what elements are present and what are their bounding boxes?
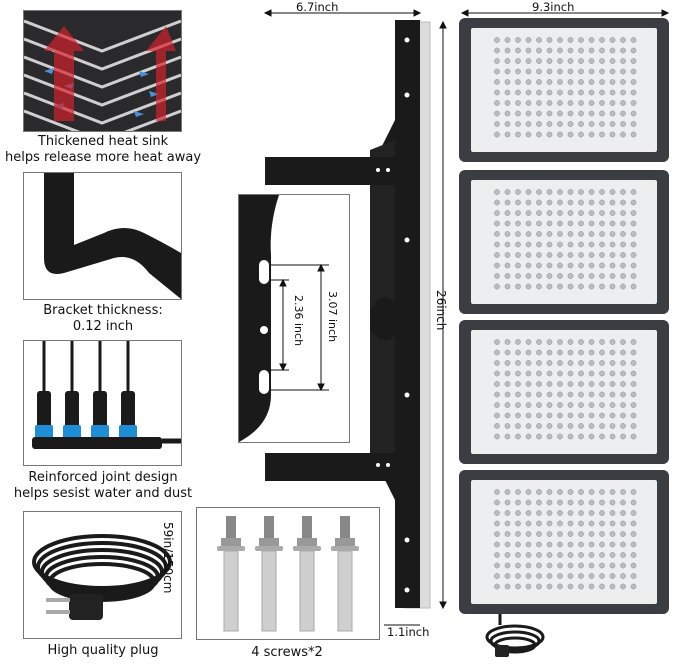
- joint-caption-line1: Reinforced joint design: [28, 470, 178, 485]
- screws-graphic: [217, 515, 360, 632]
- bracket-caption: Bracket thickness: 0.12 inch: [0, 303, 206, 335]
- heat-sink-caption-line2: helps release more heat away: [4, 150, 202, 165]
- heat-sink-caption-line1: Thickened heat sink: [37, 134, 169, 149]
- plug-cable-graphic: [32, 534, 172, 620]
- joint-caption-line2: helps sesist water and dust: [13, 486, 193, 501]
- led-array-1: [494, 37, 637, 138]
- led-array-3: [494, 339, 637, 440]
- bracket-thickness-image: [23, 172, 182, 300]
- led-panel-3: [459, 320, 669, 464]
- plug-icon: [46, 594, 103, 620]
- bracket-detail-graphic: [239, 195, 329, 442]
- heat-sink-caption: Thickened heat sink helps release more h…: [0, 134, 206, 166]
- heat-sink-graphic: [24, 19, 181, 131]
- cord-plug-icon: [495, 645, 509, 657]
- light-width-label: 9.3inch: [532, 0, 575, 14]
- bracket-depth-label: 1.1inch: [387, 625, 430, 639]
- led-array-4: [494, 489, 637, 590]
- joint-design-image: [23, 340, 182, 466]
- plug-image: [23, 511, 182, 639]
- bracket-caption-line2: 0.12 inch: [72, 319, 134, 334]
- led-panel-2: [459, 170, 669, 314]
- joint-graphic: [32, 341, 181, 449]
- bracket-detail-inset: 2.36 inch 3.07 inch: [238, 194, 350, 443]
- bracket-width-label: 6.7inch: [296, 0, 339, 14]
- bracket-caption-line1: Bracket thickness:: [43, 303, 163, 318]
- plug-caption: High quality plug: [47, 643, 159, 658]
- led-panel-4: [459, 470, 669, 614]
- led-panel-1: [459, 18, 669, 162]
- bracket-graphic: [44, 173, 181, 299]
- screws-caption: 4 screws*2: [251, 645, 323, 660]
- screws-image: [196, 507, 380, 640]
- joint-caption: Reinforced joint design helps sesist wat…: [0, 470, 206, 502]
- led-array-2: [494, 189, 637, 290]
- heat-sink-image: [23, 10, 182, 132]
